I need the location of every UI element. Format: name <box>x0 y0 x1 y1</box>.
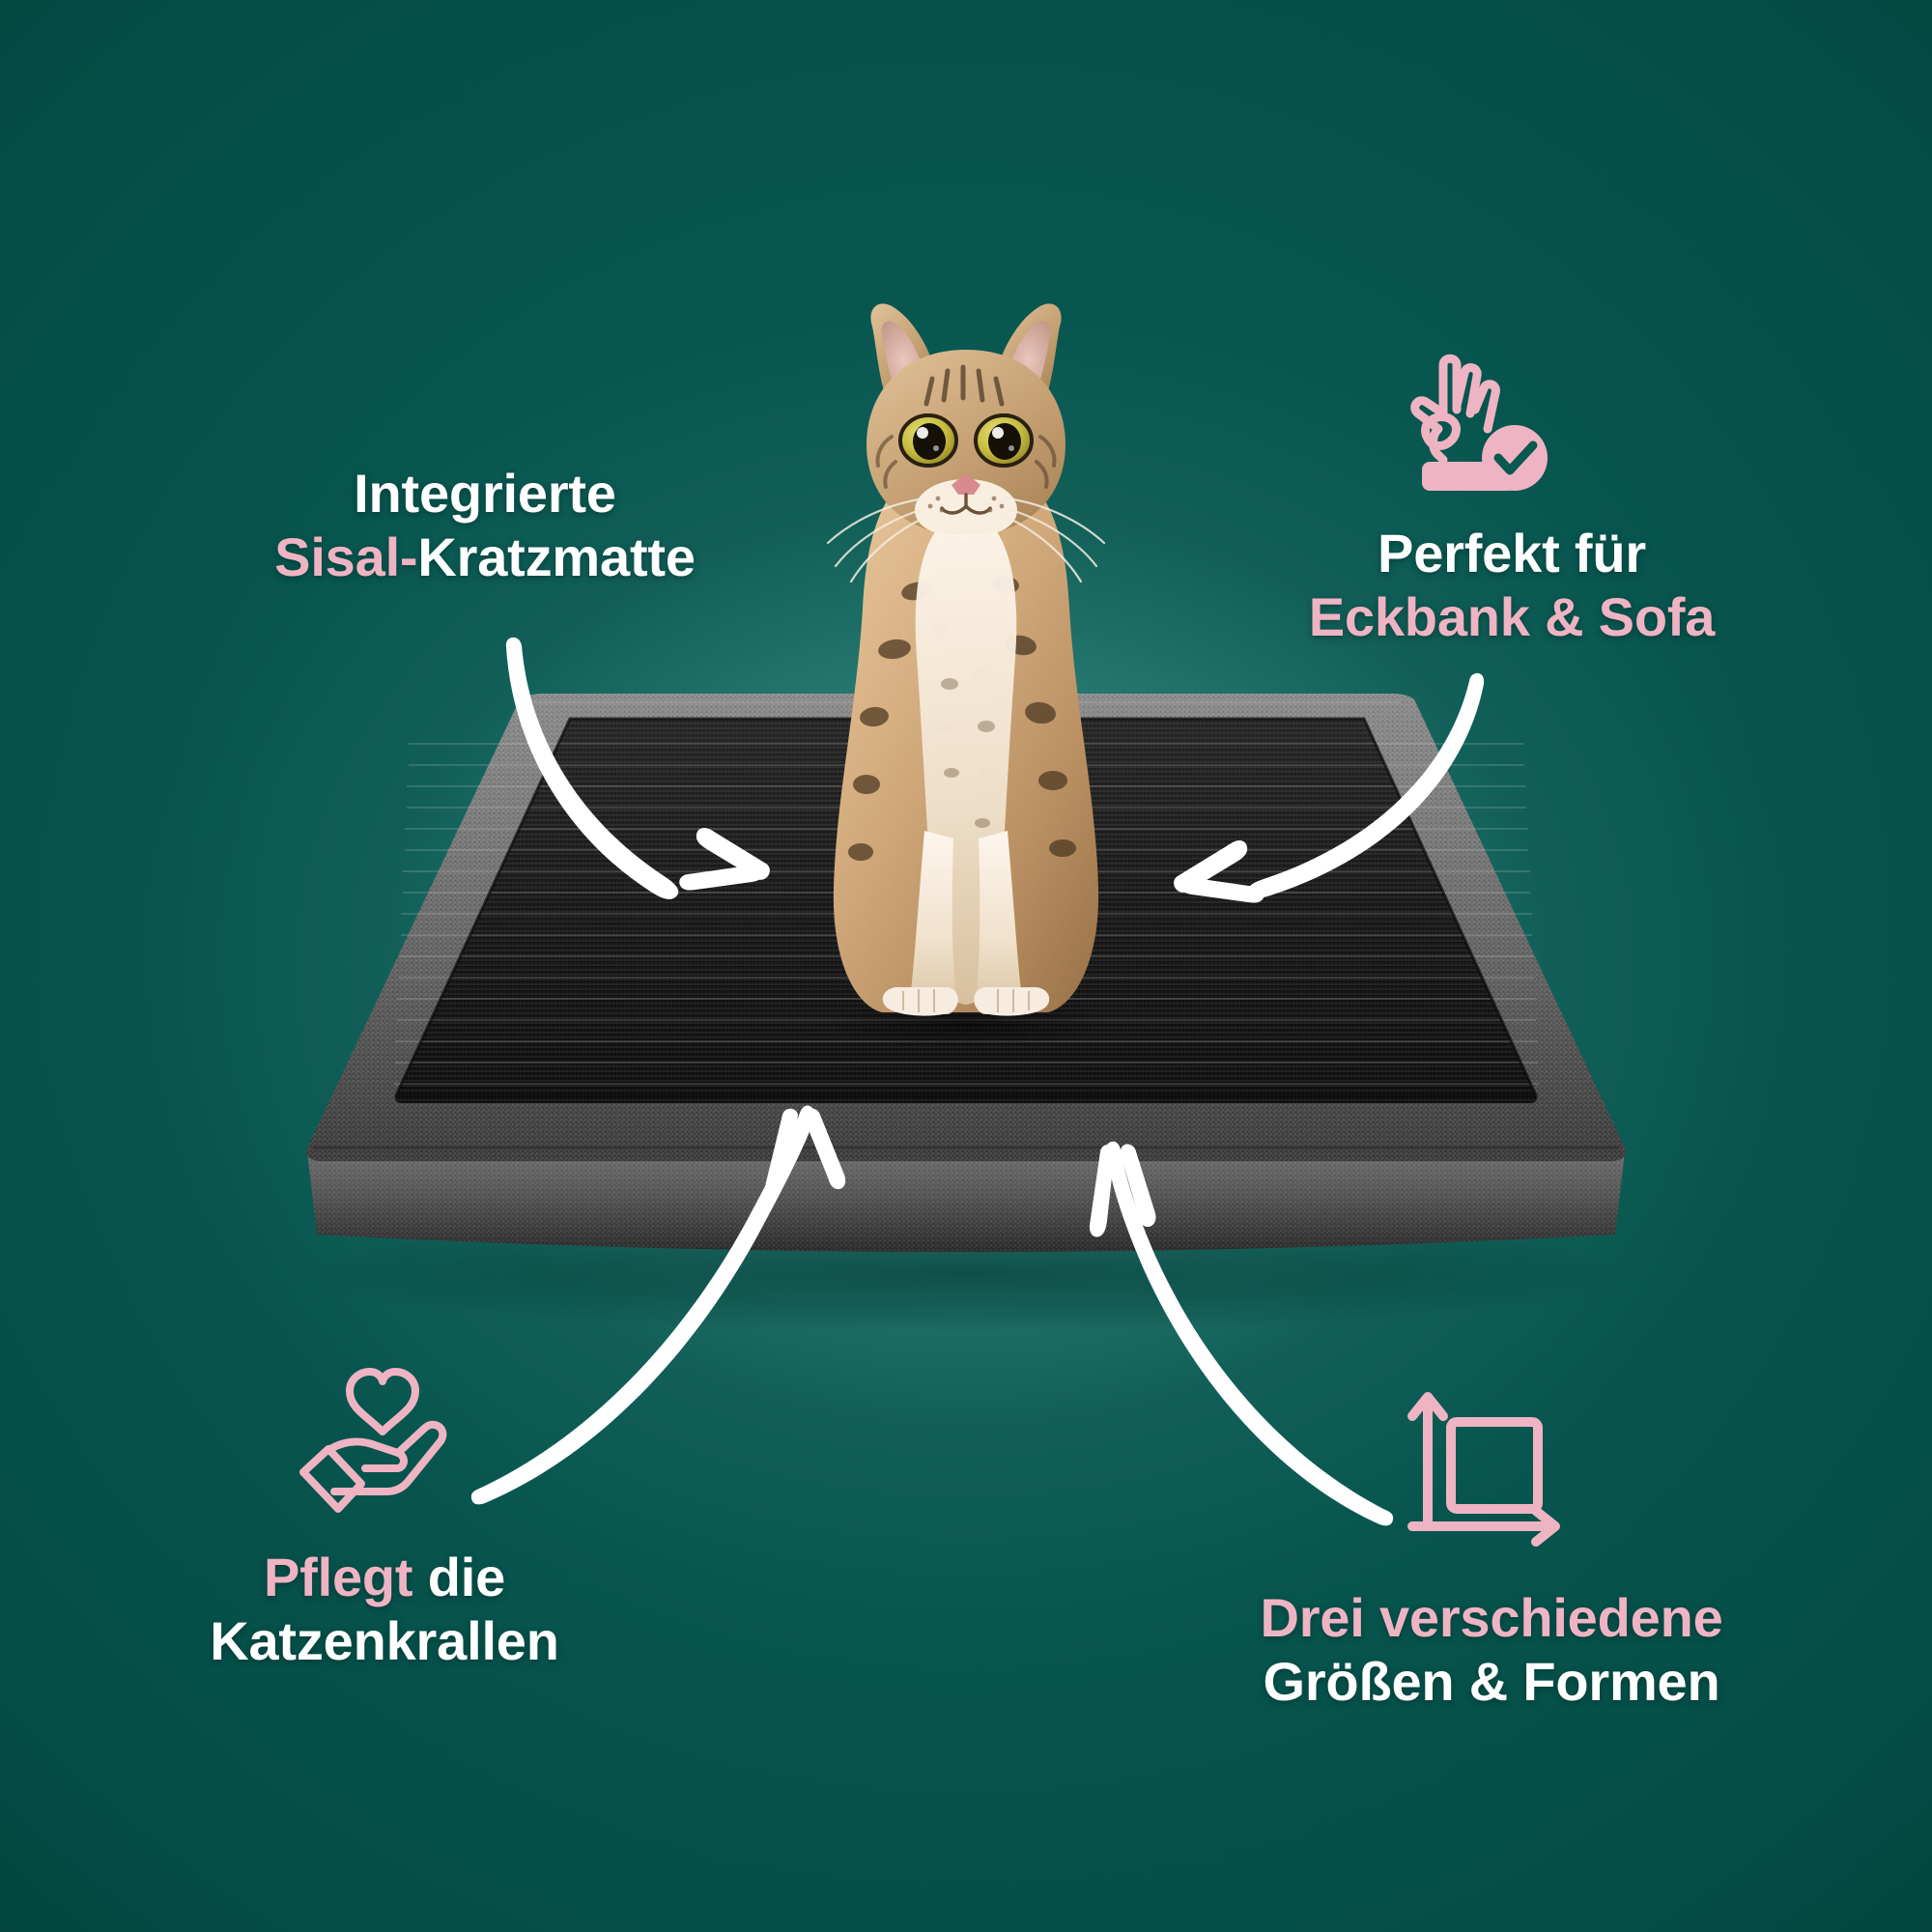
hand-heart-icon <box>290 1360 473 1524</box>
ok-hand-check-icon <box>1383 338 1567 502</box>
callout-bl-line1: Pflegt die <box>162 1546 607 1609</box>
cat-front-leg-left <box>910 831 957 1014</box>
dimensions-square-icon <box>1403 1381 1577 1550</box>
cat-eye-right <box>974 413 1034 468</box>
callout-top-left: Integrierte Sisal-Kratzmatte <box>263 462 707 588</box>
callout-tl-line2-white: Kratzmatte <box>417 526 696 587</box>
heart-outline <box>346 1368 419 1435</box>
cat-nose <box>952 473 980 495</box>
cat-cheek-stripes <box>875 435 1057 489</box>
callout-bl-line1-pink: Pflegt <box>263 1547 413 1607</box>
cat-whiskers <box>826 497 1106 583</box>
callout-tr-line1: Perfekt für <box>1378 523 1646 583</box>
callout-bl-line2: Katzenkrallen <box>210 1609 559 1671</box>
check-badge-circle <box>1482 425 1548 491</box>
cat-head <box>867 350 1065 535</box>
callout-bottom-left: Pflegt die Katzenkrallen <box>162 1546 607 1672</box>
arrowhead-up <box>1407 1392 1448 1421</box>
cat-paws <box>882 987 1050 1016</box>
callout-tl-line2-pink: Sisal- <box>274 526 418 587</box>
cat-eye-left <box>898 413 958 468</box>
cat-forehead-stripes <box>923 364 1005 407</box>
callout-top-right: Perfekt für Eckbank & Sofa <box>1285 522 1739 648</box>
cat-chest-markings <box>941 678 995 828</box>
callout-tr-line2: Eckbank & Sofa <box>1308 585 1716 647</box>
callout-br-line2: Größen & Formen <box>1263 1650 1720 1712</box>
callout-br-line1: Drei verschiedene <box>1260 1587 1723 1648</box>
callout-bottom-right: Drei verschiedene Größen & Formen <box>1202 1586 1781 1713</box>
cat-whisker-dots <box>927 496 1005 513</box>
callout-tl-line2: Sisal-Kratzmatte <box>263 526 707 589</box>
arrowhead-right <box>1531 1506 1560 1547</box>
hand-cuff <box>299 1445 365 1513</box>
hand-thumb <box>330 1420 447 1495</box>
size-square <box>1446 1417 1543 1514</box>
mat-seam <box>393 717 1539 1097</box>
cat-toe-lines <box>902 989 1030 1012</box>
cat-front-leg-right <box>975 831 1022 1014</box>
check-mark <box>1493 440 1538 475</box>
cat-photo <box>758 290 1174 1053</box>
callout-tl-line1: Integrierte <box>354 463 616 524</box>
callout-bl-line1-white: die <box>412 1547 506 1607</box>
